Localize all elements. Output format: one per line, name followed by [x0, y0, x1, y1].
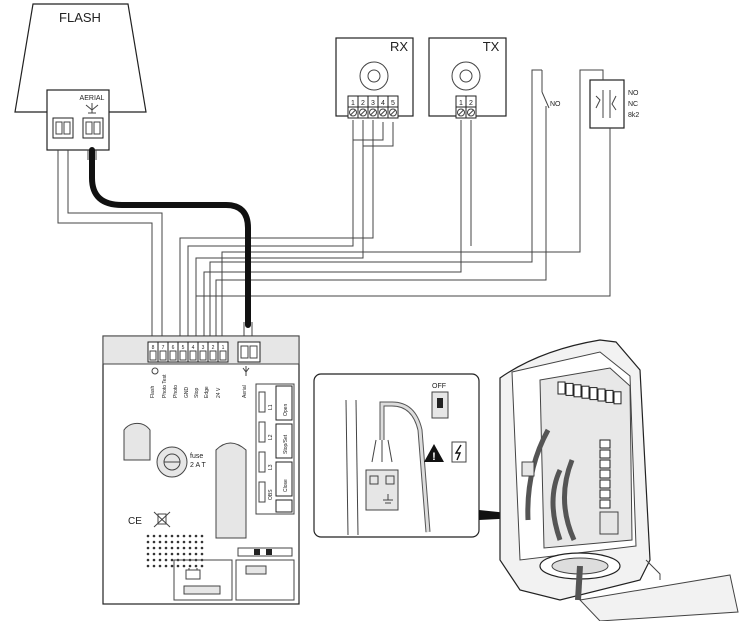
svg-text:7: 7: [162, 345, 165, 351]
stop-switch: NO: [541, 70, 561, 118]
svg-text:4: 4: [381, 100, 385, 107]
svg-text:3: 3: [371, 100, 375, 107]
svg-text:L3: L3: [268, 464, 274, 470]
terminal-label: Flash: [150, 386, 156, 398]
svg-text:1: 1: [222, 345, 225, 351]
dip-switches: [237, 547, 293, 557]
control-board: 8 7 6 5 4 3 2 1 Flash Photo Test Photo GND Stop Edge…: [102, 335, 300, 605]
wires: [57, 69, 611, 340]
ground-icon: [383, 494, 393, 504]
switch-no-label: NO: [550, 101, 561, 108]
board-terminal: 6: [167, 341, 179, 363]
high-voltage-icon: [451, 441, 467, 463]
aerial-terminal: [237, 341, 261, 363]
svg-text:3: 3: [202, 345, 205, 351]
edge-8k2-label: 8k2: [628, 112, 639, 119]
terminal-label: Photo: [173, 385, 179, 398]
svg-text:!: !: [432, 451, 436, 463]
board-button-1[interactable]: Open: [275, 385, 293, 421]
svg-text:1: 1: [351, 100, 355, 107]
breaker-icon: [431, 391, 449, 419]
terminal-label: Edge: [204, 386, 210, 398]
weee-icon: [153, 511, 171, 528]
fuse-label: fuse: [190, 453, 203, 460]
svg-text:Close: Close: [283, 479, 289, 492]
board-terminal: 4: [187, 341, 199, 363]
board-terminal: 3: [197, 341, 209, 363]
fuse-holder: [156, 446, 188, 478]
svg-text:L1: L1: [268, 404, 274, 410]
board-terminal: 8: [147, 341, 159, 363]
svg-text:5: 5: [391, 100, 395, 107]
svg-text:6: 6: [172, 345, 175, 351]
rx-terminal: 3: [367, 95, 379, 119]
led-label: L2: [258, 421, 274, 443]
edge-no-label: NO: [628, 90, 639, 97]
antenna-icon: [85, 103, 99, 114]
terminal-label: Stop: [194, 387, 200, 398]
rx-terminal: 1: [347, 95, 359, 119]
rx-label: RX: [390, 39, 408, 54]
mains-wiring-inset: OFF !: [313, 373, 480, 538]
aerial-symbol-icon: [242, 366, 250, 376]
flash-terminal-block: [52, 117, 74, 139]
aerial-terminal-block: [82, 117, 104, 139]
rx-terminal: 2: [357, 95, 369, 119]
svg-text:4: 4: [192, 345, 195, 351]
terminal-label: 24 V: [216, 387, 222, 398]
aerial-label: AERIAL: [80, 95, 105, 102]
ce-mark: CE: [128, 516, 142, 527]
board-button-2[interactable]: Stop/Set: [275, 423, 293, 459]
board-terminal: 5: [177, 341, 189, 363]
rx-terminal: 5: [387, 95, 399, 119]
svg-text:L2: L2: [268, 434, 274, 440]
svg-text:5: 5: [182, 345, 185, 351]
svg-text:2: 2: [212, 345, 215, 351]
motor-housing: [499, 339, 739, 621]
receiver-slot: [215, 442, 247, 539]
board-terminal: 1: [217, 341, 229, 363]
svg-text:OBS: OBS: [268, 489, 274, 500]
board-terminal: 7: [157, 341, 169, 363]
battery-icon: [185, 568, 201, 580]
board-button-3[interactable]: Close: [275, 461, 293, 497]
svg-text:8: 8: [152, 345, 155, 351]
svg-text:2: 2: [469, 100, 473, 107]
edge-nc-label: NC: [628, 101, 638, 108]
led-label: L3: [258, 451, 274, 473]
tx-terminal: 1: [455, 95, 467, 119]
warning-icon: !: [424, 444, 444, 463]
flash-label: FLASH: [59, 10, 101, 25]
rx-terminal: 4: [377, 95, 389, 119]
led-label: OBS: [258, 481, 274, 503]
svg-text:1: 1: [459, 100, 463, 107]
led-label: L1: [258, 391, 274, 413]
aerial-coax-cable: [89, 147, 251, 328]
flash-symbol-icon: [151, 367, 159, 375]
speaker-grille: [146, 534, 204, 568]
terminal-label: Photo Test: [162, 374, 168, 398]
terminal-label: Aerial: [242, 385, 248, 398]
svg-text:Open: Open: [283, 404, 289, 416]
fuse-value: 2 A T: [190, 462, 207, 469]
terminal-label: GND: [184, 387, 190, 399]
board-terminal: 2: [207, 341, 219, 363]
flash-lamp: FLASH AERIAL: [14, 3, 147, 151]
svg-text:Stop/Set: Stop/Set: [283, 434, 289, 454]
tx-terminal: 2: [465, 95, 477, 119]
svg-text:2: 2: [361, 100, 365, 107]
off-label: OFF: [432, 383, 446, 390]
safety-edge: NO NC 8k2: [589, 79, 639, 129]
receiver-button[interactable]: [275, 499, 293, 513]
tx-label: TX: [483, 39, 500, 54]
